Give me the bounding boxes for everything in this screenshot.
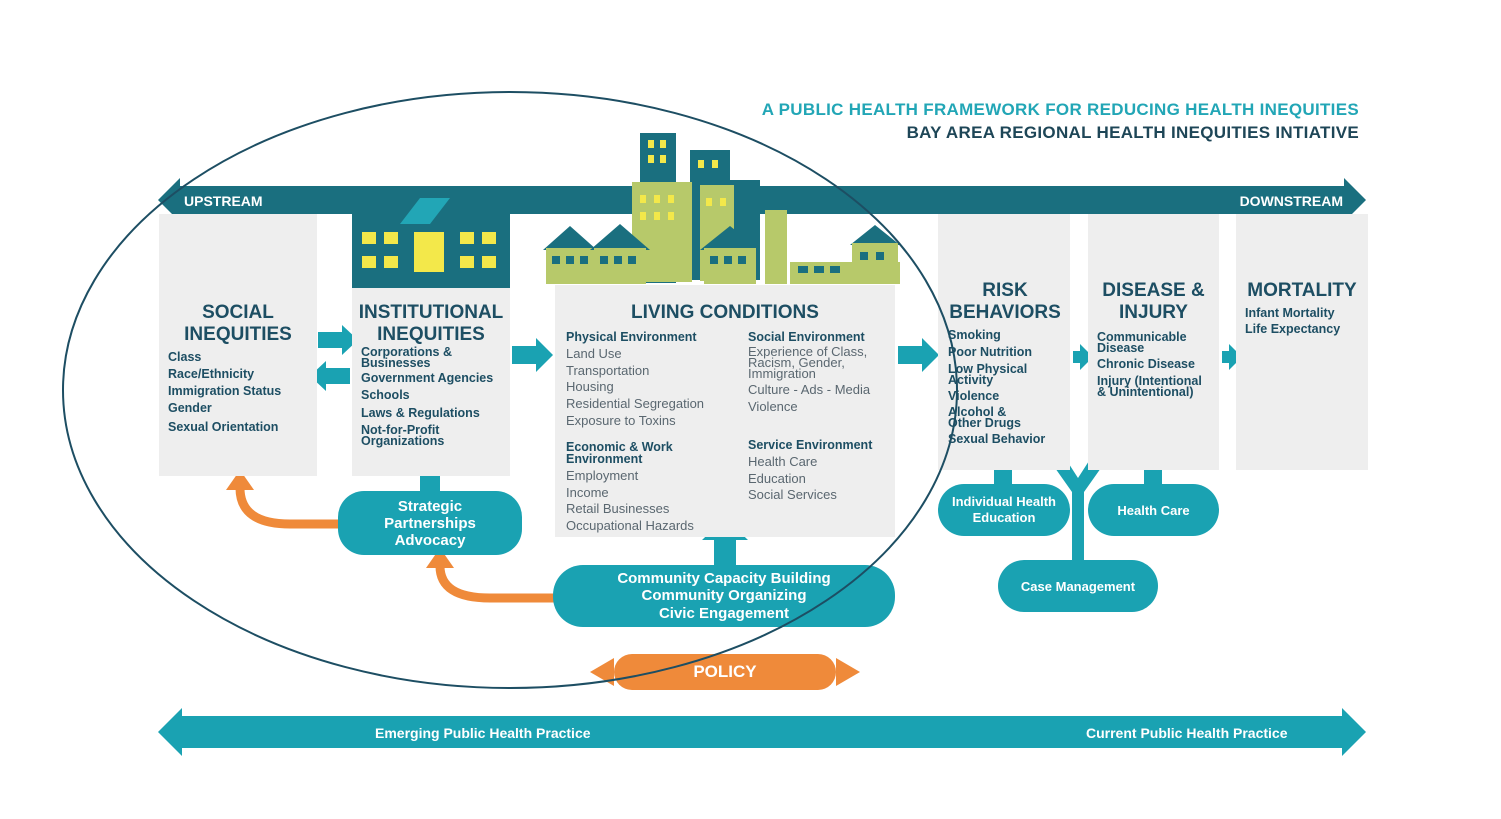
social-list: Class Race/Ethnicity Immigration Status … [168,349,281,436]
initiative-title: BAY AREA REGIONAL HEALTH INEQUITIES INTI… [906,123,1359,142]
policy-pill: POLICY [614,654,836,690]
building-icon [352,198,510,288]
mortality-heading: MORTALITY [1247,280,1357,301]
list-item: Race/Ethnicity [168,367,255,381]
list-item: Education [748,470,806,486]
disease-list: Communicable Disease Chronic Disease Inj… [1097,330,1207,399]
strategic-partnerships-pill: Strategic Partnerships Advocacy [338,491,522,555]
list-item: Social Services [748,487,837,503]
social-environment: Social Environment Experience of Class, … [748,331,888,415]
list-item: Land Use [566,346,622,361]
list-item: Employment [566,468,639,483]
list-item: Schools [361,388,410,402]
list-item: Income [566,484,609,500]
service-environment: Service Environment Health Care Educatio… [748,438,873,503]
y-connector [1048,450,1108,564]
emerging-practice-label: Emerging Public Health Practice [375,725,591,741]
arrow-disease-to-mortality [1222,344,1242,370]
list-item: Life Expectancy [1245,322,1341,336]
list-item: Housing [566,379,614,395]
policy-arrow-left [590,658,614,686]
institutional-heading: INSTITUTIONAL INEQUITIES [358,302,504,345]
risk-heading: RISK BEHAVIORS [949,280,1061,323]
arrow-institutional-to-living [512,338,553,372]
risk-list: Smoking Poor Nutrition Low Physical Acti… [948,328,1045,446]
disease-heading: DISEASE & INJURY [1102,280,1205,323]
list-item: Health Care [748,454,818,469]
health-care-pill: Health Care [1088,484,1219,536]
list-item: Infant Mortality [1245,306,1335,320]
list-item: Sexual Behavior [948,432,1046,446]
institutional-list: Corporations & Businesses Government Age… [361,345,506,448]
arrow-living-to-risk [898,338,939,372]
policy-arrow-right [836,658,860,686]
list-item: Residential Segregation [566,396,705,412]
risk-behaviors-panel [938,214,1070,470]
list-item: Gender [168,401,212,415]
list-item: Exposure to Toxins [566,412,676,428]
economic-environment: Economic & Work Environment Employment I… [566,441,706,535]
list-item: Retail Businesses [566,501,670,517]
list-item: Occupational Hazards [566,518,694,534]
case-management-pill: Case Management [998,560,1158,612]
mortality-panel [1236,214,1368,470]
list-item: Violence [948,389,1000,403]
downstream-label: DOWNSTREAM [1239,193,1343,209]
individual-health-education-pill: Individual Health Education [938,484,1070,536]
list-item: Corporations & Businesses [361,345,452,370]
list-item: Poor Nutrition [948,345,1033,359]
list-item: Transportation [566,362,650,378]
orange-arrow-institutional [435,565,558,603]
current-practice-label: Current Public Health Practice [1086,725,1288,741]
list-item: Sexual Orientation [168,420,279,434]
list-item: Alcohol & Other Drugs [948,405,1021,430]
list-item: Not-for-Profit Organizations [361,423,445,448]
list-item: Immigration Status [168,384,282,398]
list-item: Class [168,350,202,364]
disease-injury-panel [1088,214,1219,470]
upstream-label: UPSTREAM [184,193,263,209]
list-item: Injury (Intentional & Unintentional) [1097,374,1202,399]
list-item: Culture - Ads - Media [748,382,871,397]
list-item: Chronic Disease [1097,357,1195,371]
list-item: Low Physical Activity [948,362,1028,387]
arrow-risk-to-disease [1073,344,1093,370]
orange-arrow-social [235,487,345,529]
list-item: Smoking [948,328,1001,342]
list-item: Communicable Disease [1097,330,1187,355]
list-item: Government Agencies [361,371,494,385]
list-item: Violence [748,398,798,414]
list-item: Laws & Regulations [361,406,480,420]
list-item: Experience of Class, Racism, Gender, Imm… [748,344,868,381]
physical-environment: Physical Environment Land Use Transporta… [566,330,705,428]
mortality-list: Infant Mortality Life Expectancy [1245,305,1340,337]
social-heading: SOCIAL INEQUITIES [184,302,292,345]
community-capacity-pill: Community Capacity Building Community Or… [553,565,895,627]
practice-arrow [158,708,1366,756]
living-heading: LIVING CONDITIONS [631,302,819,323]
